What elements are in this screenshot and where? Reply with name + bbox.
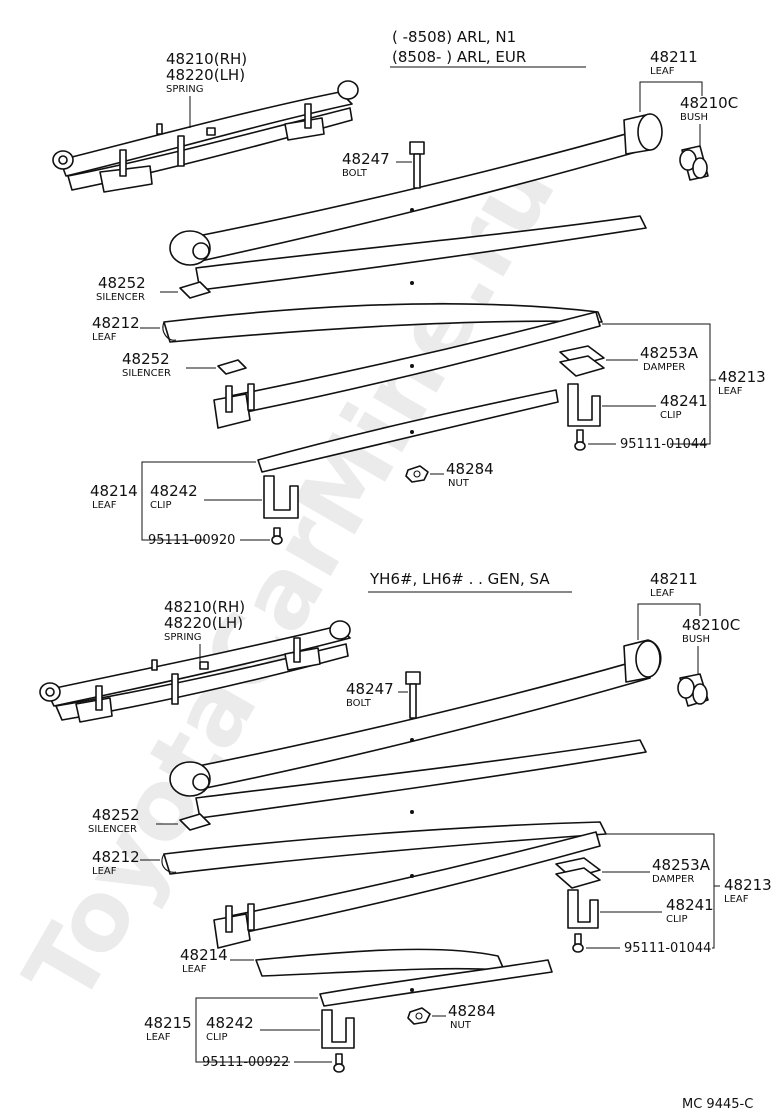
silencer-48252b-illustration (217, 359, 247, 375)
leaf-48211-number-2: 48211 (650, 570, 698, 588)
spring-rh-number-2: 48210(RH) (164, 598, 245, 616)
bolt-95111-00920-illustration (271, 527, 283, 545)
silencer-48252-illustration-2 (179, 813, 211, 831)
bolt-95111-00922-illustration (333, 1053, 345, 1073)
damper-48253a-illustration (559, 345, 605, 377)
bush-48210c-illustration-2 (677, 673, 709, 707)
leaf-48212-number-2: 48212 (92, 848, 140, 866)
leaf-48213-end-clamp-2 (213, 903, 255, 949)
bolt-95111-01044-number: 95111-01044 (620, 437, 707, 452)
clip-48242-number: 48242 (150, 482, 198, 500)
leaf-48211-label: LEAF (650, 66, 675, 77)
leaf-48213-illustration-2 (229, 831, 601, 935)
damper-48253a-number: 48253A (640, 344, 699, 362)
leaf-48215-illustration (319, 959, 553, 1007)
clip-48241-number-2: 48241 (666, 896, 714, 914)
bolt-95111-01044-number-2: 95111-01044 (624, 941, 711, 956)
damper-48253a-label: DAMPER (643, 362, 685, 373)
spring-lh-number-2: 48220(LH) (164, 614, 243, 632)
leaf-48213-illustration (229, 311, 601, 415)
leaf-48211-number: 48211 (650, 48, 698, 66)
condition-line-1: ( -8508) ARL, N1 (392, 28, 516, 46)
bush-48210c-number-2: 48210C (682, 616, 740, 634)
nut-48284-label-2: NUT (450, 1020, 472, 1031)
condition-line-2: (8508- ) ARL, EUR (392, 48, 526, 66)
bolt-48247-illustration (409, 141, 425, 189)
clip-48242-number-2: 48242 (206, 1014, 254, 1032)
bolt-48247-number: 48247 (342, 150, 390, 168)
leaf-48215-label: LEAF (146, 1032, 171, 1043)
spring-label-2: SPRING (164, 632, 202, 643)
silencer-48252-number: 48252 (98, 274, 146, 292)
leaf-flat-illustration (195, 215, 647, 291)
bolt-48247-illustration-2 (405, 671, 421, 719)
leaf-48211-illustration (169, 113, 663, 266)
damper-48253a-illustration-2 (555, 857, 601, 889)
clip-48241-label-2: CLIP (666, 914, 688, 925)
condition-line-3: YH6#, LH6# . . GEN, SA (369, 570, 550, 588)
leaf-48213-end-clamp (213, 383, 255, 429)
silencer-48252b-label: SILENCER (122, 368, 171, 379)
leaf-flat-illustration-2 (195, 739, 647, 819)
bolt-95111-00920-number: 95111-00920 (148, 533, 235, 548)
clip-48241-illustration-2 (567, 889, 599, 929)
nut-48284-label: NUT (448, 478, 470, 489)
leaf-48212-label-2: LEAF (92, 866, 117, 877)
clip-48242-label: CLIP (150, 500, 172, 511)
silencer-48252-label: SILENCER (96, 292, 145, 303)
silencer-48252-label-2: SILENCER (88, 824, 137, 835)
leaf-48214-label-2: LEAF (182, 964, 207, 975)
clip-48241-label: CLIP (660, 410, 682, 421)
leaf-48215-number: 48215 (144, 1014, 192, 1032)
leaf-48213-number: 48213 (718, 368, 766, 386)
leaf-48213-label: LEAF (718, 386, 743, 397)
silencer-48252b-number: 48252 (122, 350, 170, 368)
nut-48284-illustration-2 (407, 1007, 431, 1025)
clip-48241-number: 48241 (660, 392, 708, 410)
spring-label: SPRING (166, 84, 204, 95)
leaf-48213-label-2: LEAF (724, 894, 749, 905)
bolt-48247-number-2: 48247 (346, 680, 394, 698)
nut-48284-illustration (405, 465, 429, 483)
leaf-48212-illustration (163, 303, 603, 343)
diagram-code: MC 9445-C (682, 1097, 753, 1112)
bush-48210c-number: 48210C (680, 94, 738, 112)
clip-48242-label-2: CLIP (206, 1032, 228, 1043)
leaf-48212-number: 48212 (92, 314, 140, 332)
bolt-48247-label-2: BOLT (346, 698, 372, 709)
bush-label-2: BUSH (682, 634, 710, 645)
leaf-48211-illustration-2 (169, 639, 662, 797)
leaf-48211-label-2: LEAF (650, 588, 675, 599)
section-2: YH6#, LH6# . . GEN, SA 48210(RH) 48220(L… (39, 570, 772, 1073)
bolt-95111-01044-illustration-2 (572, 933, 584, 953)
leaf-48214-number-2: 48214 (180, 946, 228, 964)
bush-label: BUSH (680, 112, 708, 123)
leaf-48214-number: 48214 (90, 482, 138, 500)
nut-48284-number: 48284 (446, 460, 494, 478)
damper-48253a-number-2: 48253A (652, 856, 711, 874)
bolt-95111-01044-illustration (574, 429, 586, 451)
bolt-95111-00922-number: 95111-00922 (202, 1055, 289, 1070)
damper-48253a-label-2: DAMPER (652, 874, 694, 885)
clip-48242-illustration-2 (321, 1009, 355, 1049)
bolt-48247-label: BOLT (342, 168, 368, 179)
spring-assembly-illustration (52, 80, 359, 193)
bush-48210c-illustration (679, 145, 709, 181)
leaf-48212-label: LEAF (92, 332, 117, 343)
leaf-48214-illustration (257, 389, 559, 473)
silencer-48252-illustration (179, 281, 211, 299)
clip-48242-illustration (263, 475, 299, 519)
nut-48284-number-2: 48284 (448, 1002, 496, 1020)
leaf-48214-label: LEAF (92, 500, 117, 511)
leaf-48213-number-2: 48213 (724, 876, 772, 894)
silencer-48252-number-2: 48252 (92, 806, 140, 824)
spring-assembly-illustration-2 (39, 620, 351, 723)
section-1: ( -8508) ARL, N1 (8508- ) ARL, EUR 48210… (52, 28, 766, 548)
spring-lh-number: 48220(LH) (166, 66, 245, 84)
spring-rh-number: 48210(RH) (166, 50, 247, 68)
clip-48241-illustration (567, 383, 601, 427)
